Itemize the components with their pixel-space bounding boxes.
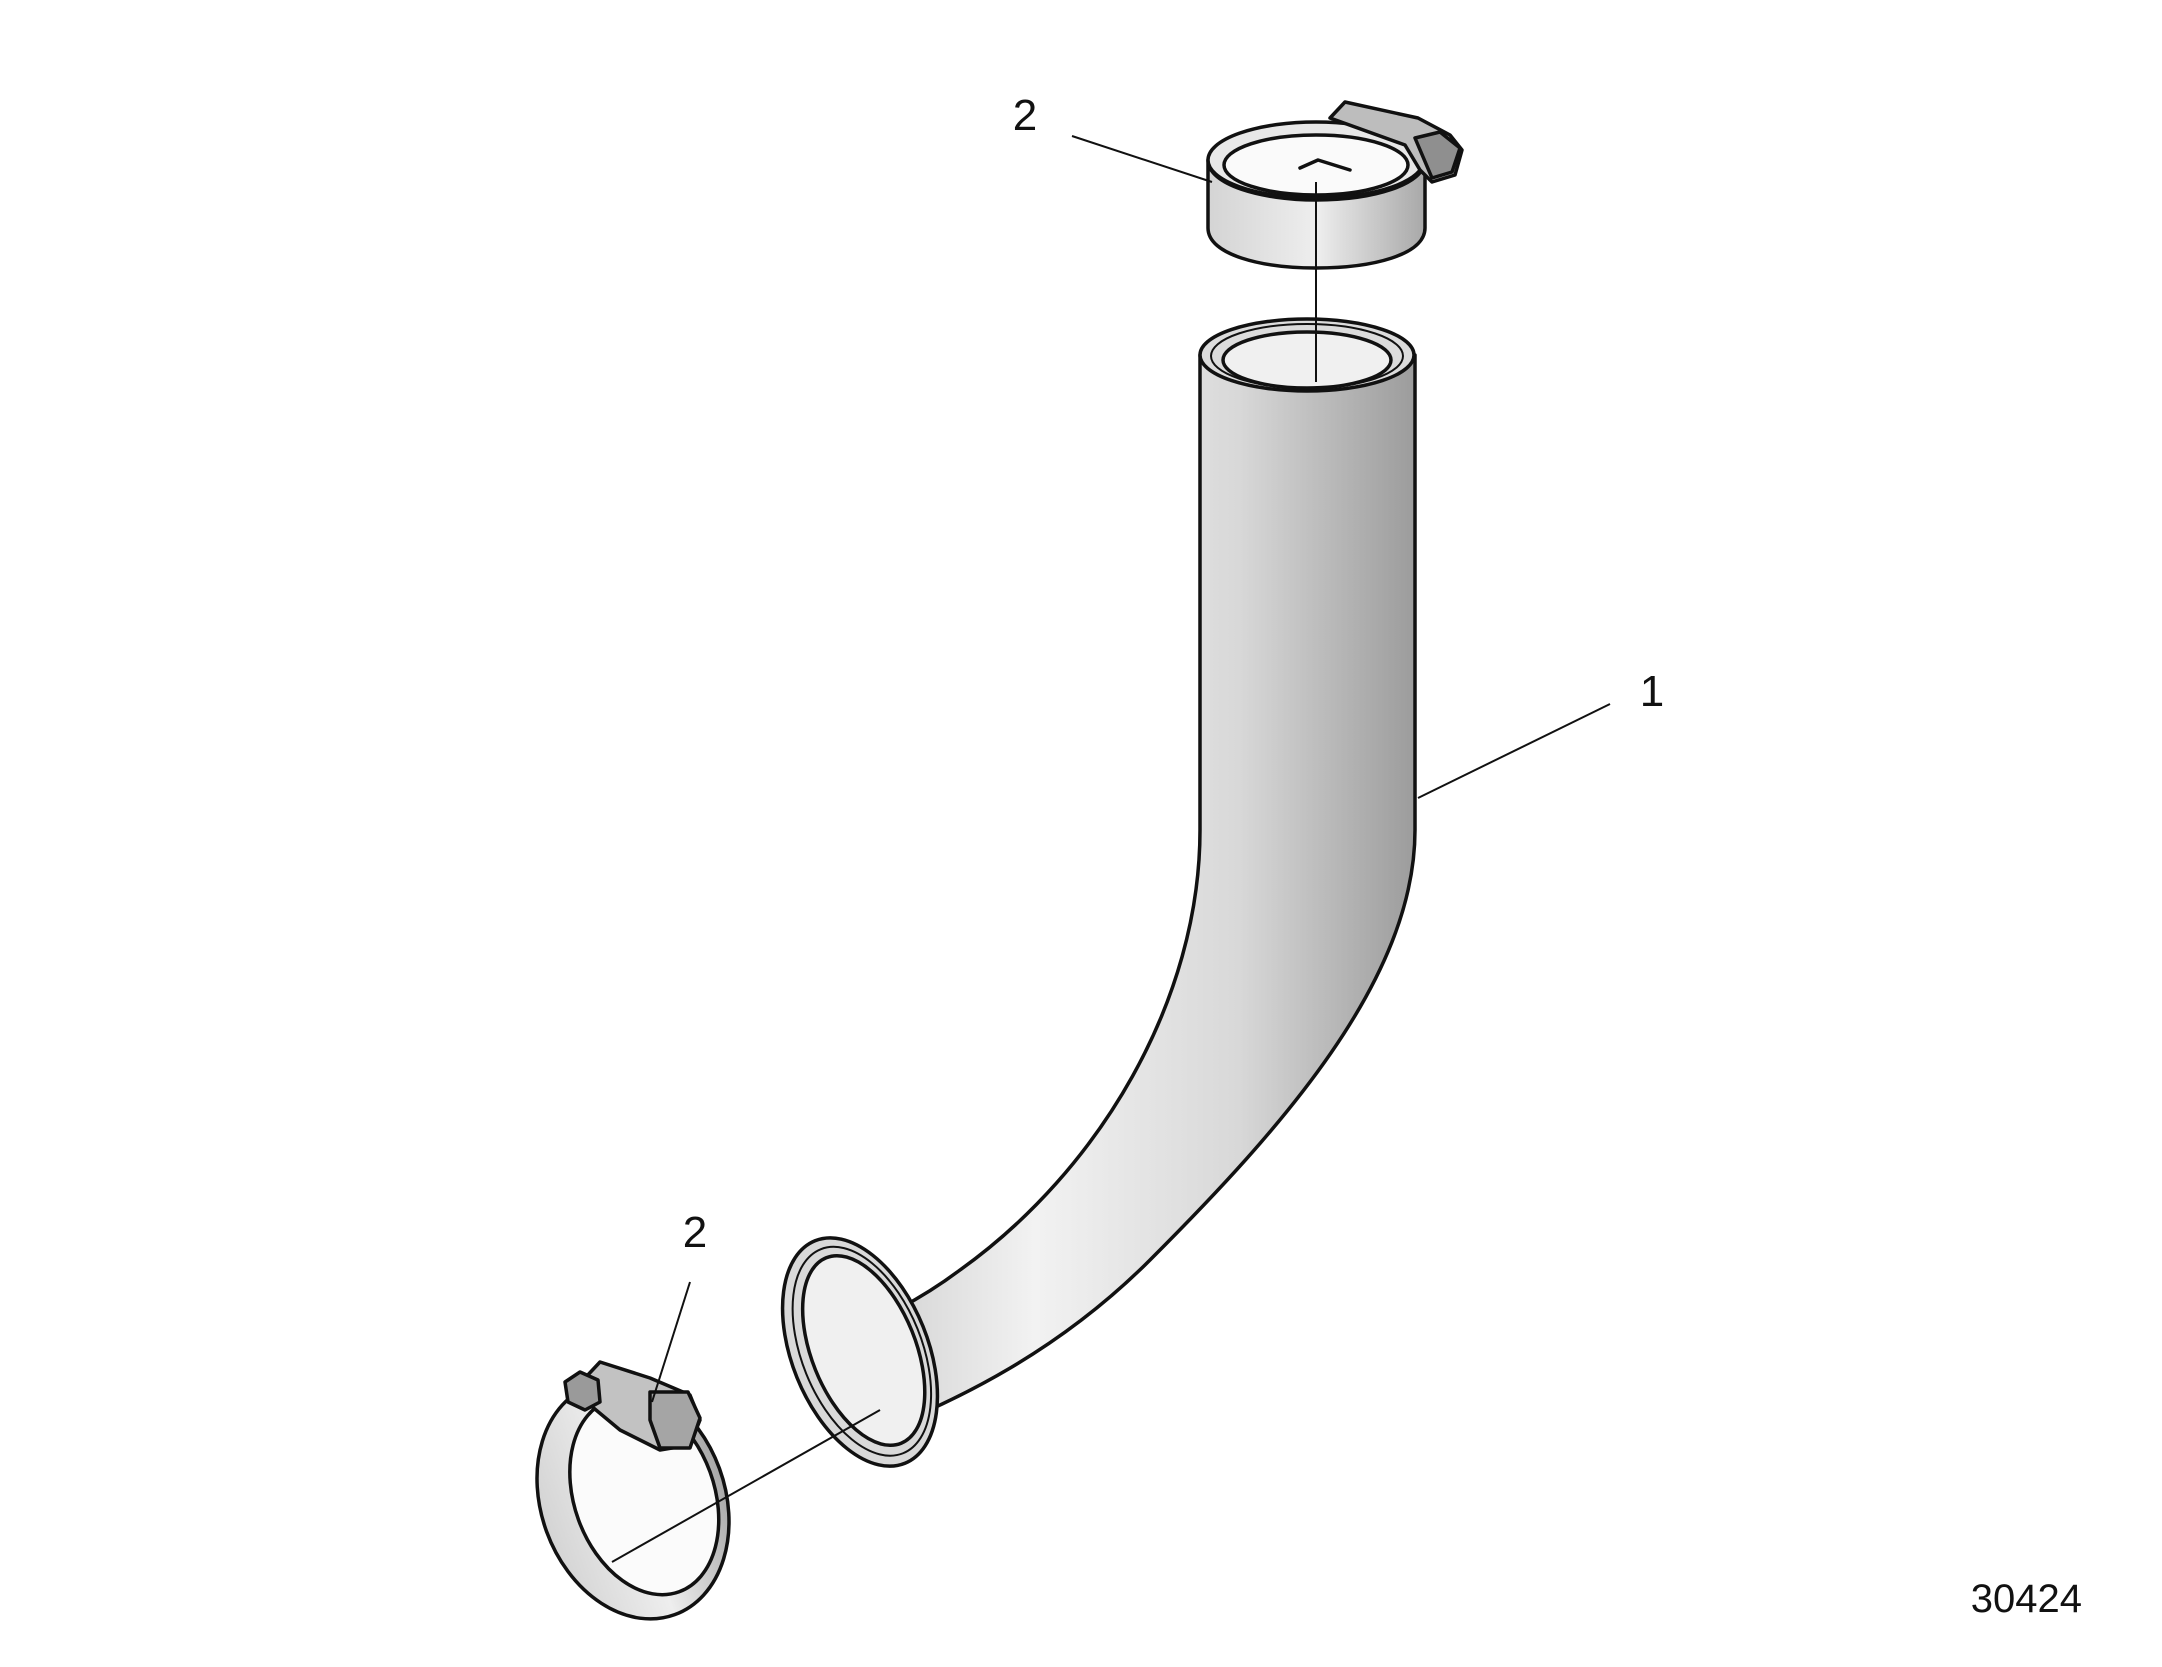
callout-label-hose: 1 (1640, 667, 1664, 716)
upper-hose-clamp (1206, 100, 1464, 270)
callout-label-upper-clamp: 2 (1013, 91, 1037, 140)
lower-hose-clamp (535, 1360, 731, 1621)
upper-clamp-slot (1298, 158, 1352, 172)
hose-upper-opening-inner (1221, 330, 1393, 390)
lower-alignment-line (611, 1409, 881, 1563)
hose-body (828, 353, 1417, 1437)
hose-lower-opening (780, 1236, 940, 1468)
leader-line-hose (1417, 703, 1611, 799)
upper-clamp-screw-head (1413, 130, 1462, 180)
callout-label-lower-clamp: 2 (683, 1208, 707, 1257)
leader-line-upper-clamp (1071, 135, 1213, 183)
figure-number: 30424 (1971, 1577, 2082, 1621)
leader-line-lower-clamp (651, 1281, 691, 1403)
lower-clamp-nut (648, 1390, 702, 1450)
hose-upper-opening-lip (1210, 323, 1404, 389)
hose-part (780, 317, 1417, 1468)
lower-clamp-screw-head (563, 1370, 602, 1412)
